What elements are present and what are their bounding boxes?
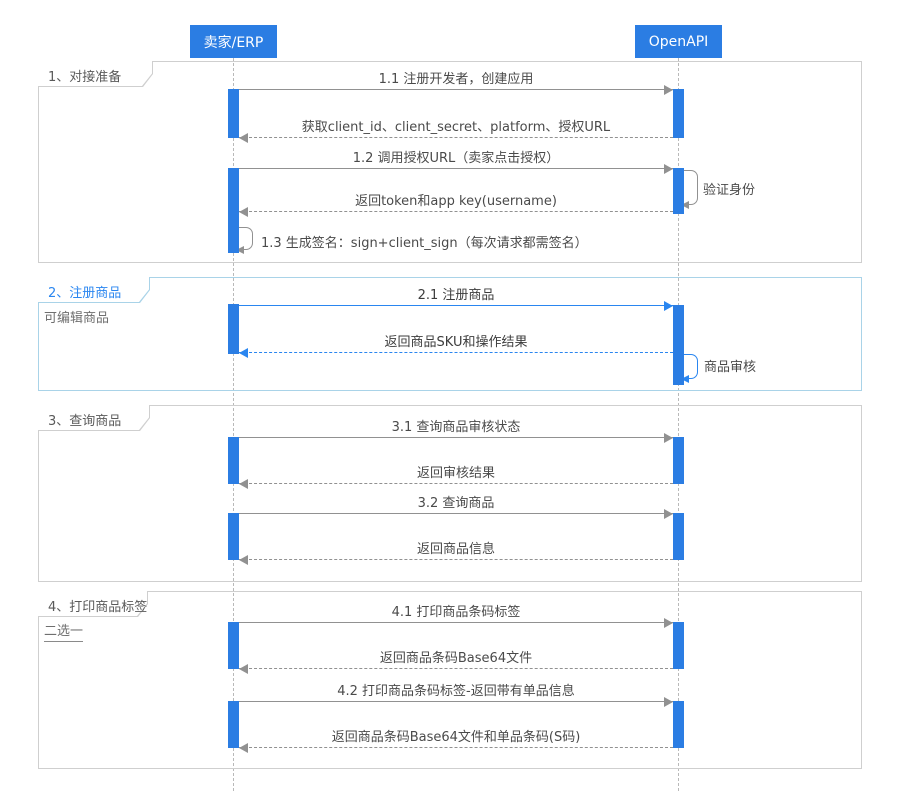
message-label-3-2: 3.2 查询商品 [417,496,495,511]
message-label-2-resp1: 返回商品SKU和操作结果 [384,335,528,350]
arrowhead-left-icon [239,664,248,674]
arrow-left-dashed-blue [239,348,673,358]
section-tab-3: 3、查询商品 [38,405,150,431]
section-frame-4 [38,591,862,769]
tab-shape-inner [38,61,152,86]
section-title-3: 3、查询商品 [48,414,122,429]
section-frame-1 [38,61,862,263]
section-subtitle-2: 可编辑商品 [44,311,110,326]
section-tab-4: 4、打印商品标签 [38,591,148,617]
arrowhead-right-icon [664,433,673,443]
arrowhead-right-icon [664,301,673,311]
activation-bar-erp [228,89,239,138]
arrow-right [239,433,673,443]
activation-bar-erp [228,304,239,354]
arrowhead-left-icon [239,555,248,565]
loop-label-verify-identity: 验证身份 [703,183,756,198]
section-title-2: 2、注册商品 [48,286,122,301]
message-label-3-1: 3.1 查询商品审核状态 [391,420,521,435]
arrowhead-left-icon [239,743,248,753]
message-label-1-1: 1.1 注册开发者，创建应用 [378,72,534,87]
activation-bar-openapi [673,437,684,484]
activation-bar-openapi [673,168,684,214]
arrow-right-blue [239,301,673,311]
section-frame-3 [38,405,862,582]
tab-shape-inner [38,277,149,302]
arrow-right [239,618,673,628]
actor-seller-erp-label: 卖家/ERP [203,34,264,51]
activation-bar-erp [228,513,239,560]
loop-label-generate-sign: 1.3 生成签名：sign+client_sign（每次请求都需签名） [261,236,588,251]
arrow-left-dashed [239,743,673,753]
arrowhead-right-icon [664,164,673,174]
activation-bar-openapi [673,89,684,138]
message-label-4-resp2: 返回商品条码Base64文件和单品条码(S码) [331,730,581,745]
self-loop-verify-identity [681,170,698,209]
message-label-4-resp1: 返回商品条码Base64文件 [379,651,533,666]
section-tab-2: 2、注册商品 [38,277,150,303]
arrowhead-right-icon [664,85,673,95]
activation-bar-erp [228,168,239,253]
activation-bar-erp [228,701,239,748]
message-label-4-1: 4.1 打印商品条码标签 [391,605,521,620]
arrowhead-left-icon [236,246,244,254]
actor-openapi: OpenAPI [635,25,722,58]
message-label-4-2: 4.2 打印商品条码标签-返回带有单品信息 [337,684,575,699]
arrow-right [239,509,673,519]
arrowhead-left-icon [681,201,689,209]
arrow-left-dashed [239,133,673,143]
activation-bar-openapi [673,513,684,560]
arrowhead-right-icon [664,618,673,628]
arrowhead-left-icon [681,375,689,383]
arrow-left-dashed [239,207,673,217]
section-frame-2 [38,277,862,391]
self-loop-generate-sign [236,227,253,254]
arrowhead-left-icon [239,207,248,217]
message-label-1-resp1: 获取client_id、client_secret、platform、授权URL [301,120,611,135]
arrowhead-left-icon [239,133,248,143]
message-label-2-1: 2.1 注册商品 [417,288,495,303]
section-tab-1: 1、对接准备 [38,61,153,87]
activation-bar-openapi [673,305,684,385]
message-label-1-2: 1.2 调用授权URL（卖家点击授权） [352,151,560,166]
arrow-left-dashed [239,479,673,489]
section-subtitle-4: 二选一 [44,620,84,642]
actor-seller-erp: 卖家/ERP [190,25,277,58]
arrow-right [239,164,673,174]
message-label-3-resp2: 返回商品信息 [416,542,495,557]
tab-shape-inner [38,591,147,616]
arrowhead-left-icon [239,348,248,358]
message-label-1-resp2: 返回token和app key(username) [355,194,557,209]
section-title-1: 1、对接准备 [48,70,122,85]
lifeline-seller-erp [233,58,234,791]
activation-bar-openapi [673,622,684,669]
activation-bar-erp [228,622,239,669]
activation-bar-openapi [673,701,684,748]
arrowhead-left-icon [239,479,248,489]
lifeline-openapi [678,58,679,791]
arrow-right [239,697,673,707]
arrow-left-dashed [239,555,673,565]
section-title-4: 4、打印商品标签 [48,600,148,615]
loop-label-product-review: 商品审核 [704,360,757,375]
tab-shape-inner [38,405,149,430]
activation-bar-erp [228,437,239,484]
arrowhead-right-icon [664,509,673,519]
message-label-3-resp1: 返回审核结果 [416,466,495,481]
self-loop-product-review [681,354,698,383]
arrow-right [239,85,673,95]
actor-openapi-label: OpenAPI [648,33,709,50]
arrowhead-right-icon [664,697,673,707]
arrow-left-dashed [239,664,673,674]
